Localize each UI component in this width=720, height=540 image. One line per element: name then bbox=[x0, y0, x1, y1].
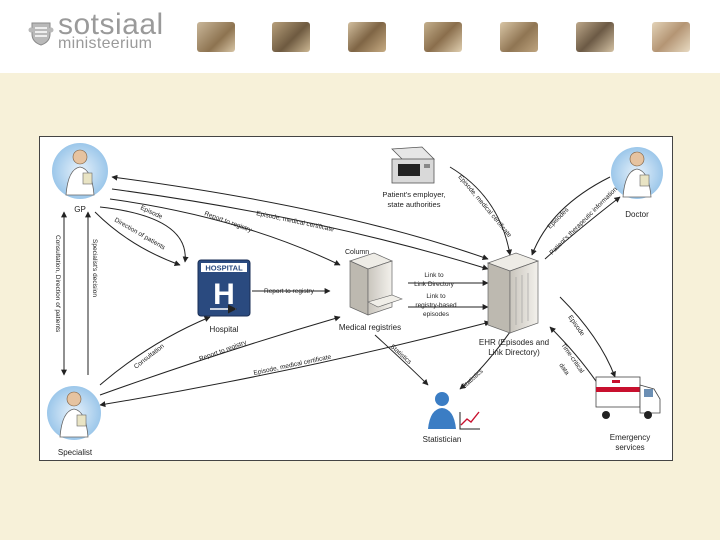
edge-label-link-directory-1: Link to bbox=[424, 272, 444, 279]
employer-label-line2: state authorities bbox=[388, 200, 441, 209]
server-icon bbox=[349, 252, 403, 316]
header-photo-2 bbox=[272, 22, 310, 52]
coat-of-arms-icon bbox=[28, 22, 54, 46]
edge-label-report-registry-gp: Report to registry bbox=[203, 210, 253, 234]
edge-specialist-ehr bbox=[99, 320, 491, 408]
doctor-person-icon bbox=[65, 149, 95, 196]
ehr-label-line2: Link Directory) bbox=[488, 348, 540, 357]
statistician-label: Statistician bbox=[423, 435, 462, 444]
doctor-label: Doctor bbox=[625, 210, 649, 219]
edge-label-specialist-decision: Specialist's decision bbox=[91, 239, 98, 297]
doctor-person-icon bbox=[59, 391, 89, 438]
edge-doctor-ehr-1 bbox=[531, 176, 611, 256]
brand-name-bottom: ministeerium bbox=[58, 35, 153, 52]
ehr-label-line1: EHR (Episodes and bbox=[479, 338, 549, 347]
edge-label-episode-certificate-bottom: Episode, medical certificate bbox=[253, 354, 332, 377]
header-photo-5 bbox=[500, 22, 538, 52]
specialist-node: Specialist bbox=[47, 386, 101, 457]
ehr-node: EHR (Episodes and Link Directory) bbox=[479, 252, 549, 357]
diagram-canvas: GP Doctor Specialist bbox=[47, 143, 663, 457]
edge-ehr-emergency bbox=[559, 296, 616, 378]
edge-gp-registries bbox=[109, 198, 341, 266]
header-photo-7 bbox=[652, 22, 690, 52]
doctor-person-icon bbox=[622, 151, 652, 198]
hospital-letter: H bbox=[213, 278, 235, 311]
edge-label-consultation-left: Consultation, Direction of patients bbox=[54, 235, 61, 333]
edge-employer-ehr bbox=[449, 166, 513, 256]
hospital-label: Hospital bbox=[210, 325, 239, 334]
registries-label: Medical registries bbox=[339, 323, 401, 332]
emergency-node: Emergency services bbox=[595, 376, 661, 452]
edge-label-registry-episodes-3: episodes bbox=[423, 311, 450, 318]
server-icon bbox=[486, 252, 540, 334]
diagram-frame: GP Doctor Specialist bbox=[39, 136, 673, 461]
hospital-sign-text: HOSPITAL bbox=[205, 264, 243, 273]
gp-node: GP bbox=[52, 143, 108, 214]
edge-label-statistics-registry: Statistics bbox=[389, 343, 414, 366]
hospital-sign-icon: HOSPITAL H bbox=[197, 259, 251, 317]
registries-node: Column Medical registries bbox=[339, 249, 403, 332]
edge-label-registry-episodes-1: Link to bbox=[426, 293, 446, 300]
brand-name-top: sotsiaal bbox=[58, 8, 164, 41]
person-icon bbox=[428, 392, 456, 429]
employer-node: Patient's employer, state authorities bbox=[382, 146, 446, 209]
statistician-node: Statistician bbox=[423, 392, 480, 444]
edge-registries-statistician bbox=[374, 334, 429, 386]
specialist-label: Specialist bbox=[58, 448, 93, 457]
edge-label-report-registry-bottom: Report to registry bbox=[198, 339, 248, 363]
printer-icon bbox=[391, 146, 435, 184]
edge-label-registry-episodes-2: registry-based bbox=[415, 302, 457, 309]
edge-label-link-directory-2: Link Directory bbox=[414, 281, 454, 288]
edge-label-report-registry-hospital: Report to registry bbox=[264, 288, 315, 295]
header-photo-6 bbox=[576, 22, 614, 52]
edge-label-statistics-ehr: Statistics bbox=[461, 367, 486, 390]
emergency-label-line2: services bbox=[615, 443, 644, 452]
emergency-label-line1: Emergency bbox=[610, 433, 650, 442]
header-photo-1 bbox=[197, 22, 235, 52]
hospital-node: HOSPITAL H Hospital bbox=[197, 259, 251, 334]
edge-gp-ehr-mid bbox=[111, 188, 489, 271]
edge-gp-hospital-direction bbox=[94, 211, 181, 266]
doctor-node: Doctor bbox=[611, 147, 663, 219]
edge-label-employer-certificate: Episode, medical certificate bbox=[456, 174, 512, 239]
edge-label-episode-emergency: Episode bbox=[566, 314, 585, 338]
header-bar: sotsiaal ministeerium bbox=[0, 0, 720, 73]
edge-label-episodes-doctor: Episodes bbox=[546, 206, 570, 230]
employer-label-line1: Patient's employer, bbox=[382, 190, 445, 199]
edge-doctor-ehr-2 bbox=[544, 196, 621, 260]
ambulance-icon bbox=[595, 376, 661, 419]
column-label: Column bbox=[345, 249, 369, 256]
edge-gp-hospital-loop bbox=[99, 206, 189, 263]
chart-icon bbox=[459, 411, 480, 430]
gp-label: GP bbox=[74, 205, 86, 214]
header-photo-4 bbox=[424, 22, 462, 52]
edge-ehr-statistician bbox=[459, 331, 511, 390]
header-photo-3 bbox=[348, 22, 386, 52]
edge-label-time-critical-2: data bbox=[557, 362, 570, 377]
edge-gp-ehr-top bbox=[111, 174, 489, 261]
